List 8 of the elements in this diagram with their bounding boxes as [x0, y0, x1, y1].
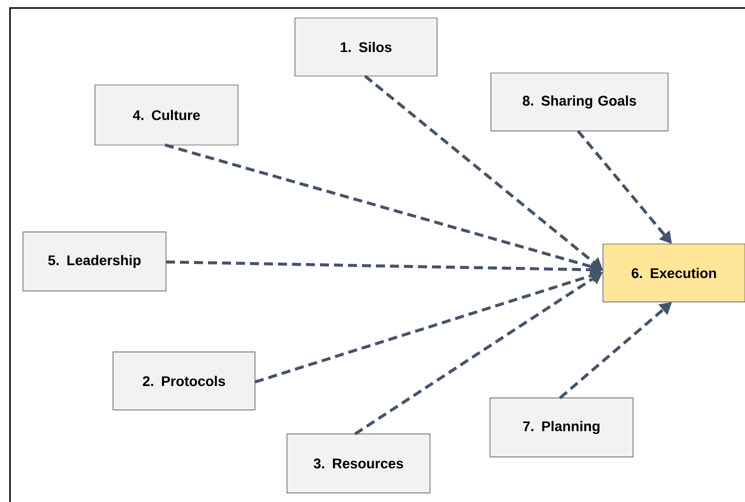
label-box: 5. Leadership: [22, 232, 166, 292]
label-box: 7. Planning: [490, 398, 634, 458]
label-box: 2. Protocols: [112, 352, 256, 410]
label-box: 4. Culture: [94, 84, 238, 146]
highlighted-box: 6. Execution: [602, 244, 745, 302]
label-box: 8. Sharing Goals: [490, 72, 668, 132]
label-box: 1. Silos: [294, 18, 438, 76]
label-box: 3. Resources: [286, 434, 430, 494]
